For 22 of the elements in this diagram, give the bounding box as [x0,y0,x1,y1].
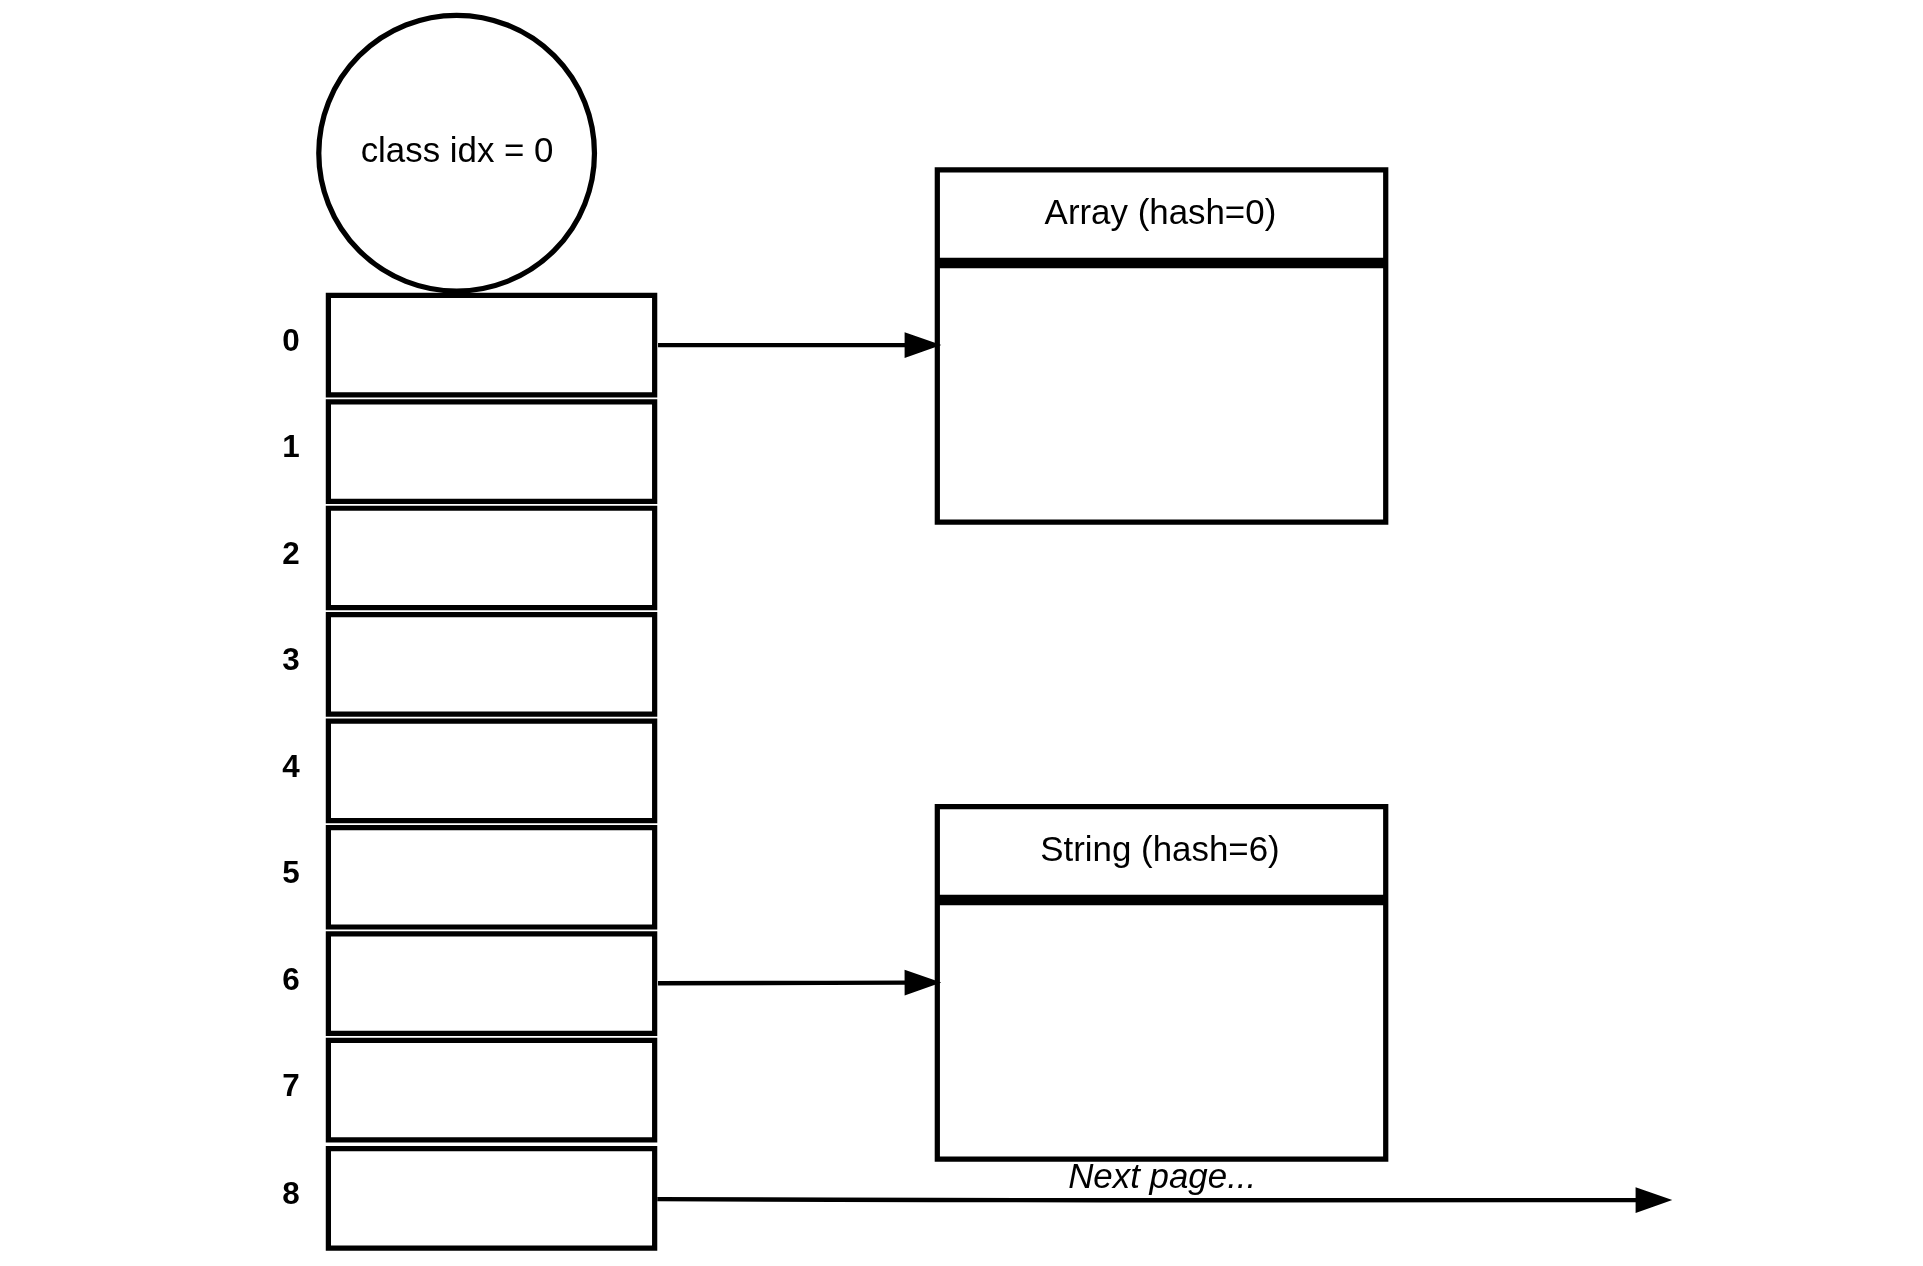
node-box [325,1037,658,1143]
node-label: 7 [282,1068,300,1104]
node-box [325,399,658,504]
node-circle: class idx = 0 [316,12,598,294]
node-label: 5 [282,855,300,891]
node-box [325,612,658,717]
node-label: 3 [282,642,300,678]
node-label: 2 [282,535,300,571]
node-label: 1 [282,429,300,465]
node-box [325,824,658,930]
arrow [657,1187,1673,1213]
node-label: 8 [282,1176,300,1212]
node-label: 6 [282,961,300,997]
node-label: 0 [282,323,300,359]
arrow [658,332,942,358]
node-box [325,718,658,824]
node-box [325,1145,658,1251]
node-box [325,505,658,611]
node-label: 4 [282,748,300,784]
arrow [658,969,942,996]
node-box [325,292,658,398]
node-box [325,931,658,1037]
